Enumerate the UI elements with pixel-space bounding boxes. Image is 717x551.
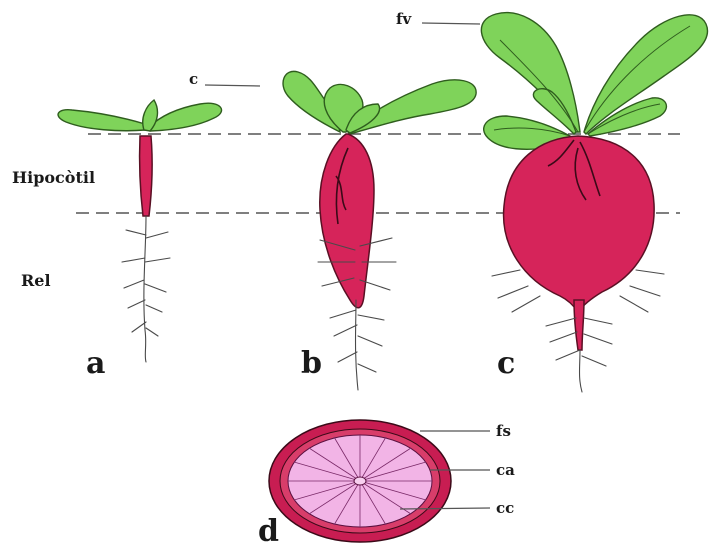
seedling-a-cotyledon-left — [58, 110, 145, 131]
hypocotyl-label: Hipocòtil — [12, 168, 95, 187]
seedling-c-taproot — [574, 300, 584, 350]
true-leaf-leader-line — [422, 23, 480, 24]
seedling-a — [58, 100, 221, 362]
cotyledon-label: c — [189, 70, 198, 88]
cotyledon-leader-line — [205, 85, 260, 86]
seedling-c-bulb — [504, 136, 655, 312]
cross-section-center — [354, 477, 366, 485]
stage-b-label: b — [301, 346, 322, 381]
cross-section-d — [269, 420, 451, 542]
ca-label: ca — [496, 461, 515, 479]
true-leaf-label: fv — [396, 10, 412, 28]
seedling-a-roots — [122, 216, 170, 362]
cc-label: cc — [496, 499, 514, 517]
seedling-c — [481, 13, 707, 392]
seedling-b — [283, 71, 476, 390]
stage-a-label: a — [86, 346, 105, 381]
stage-c-label: c — [497, 346, 515, 381]
seedling-a-hypocotyl — [140, 136, 152, 216]
stage-d-label: d — [258, 514, 279, 549]
seedling-a-cotyledon-right — [148, 103, 222, 131]
fs-label: fs — [496, 422, 511, 440]
root-label: Rel — [21, 271, 51, 290]
